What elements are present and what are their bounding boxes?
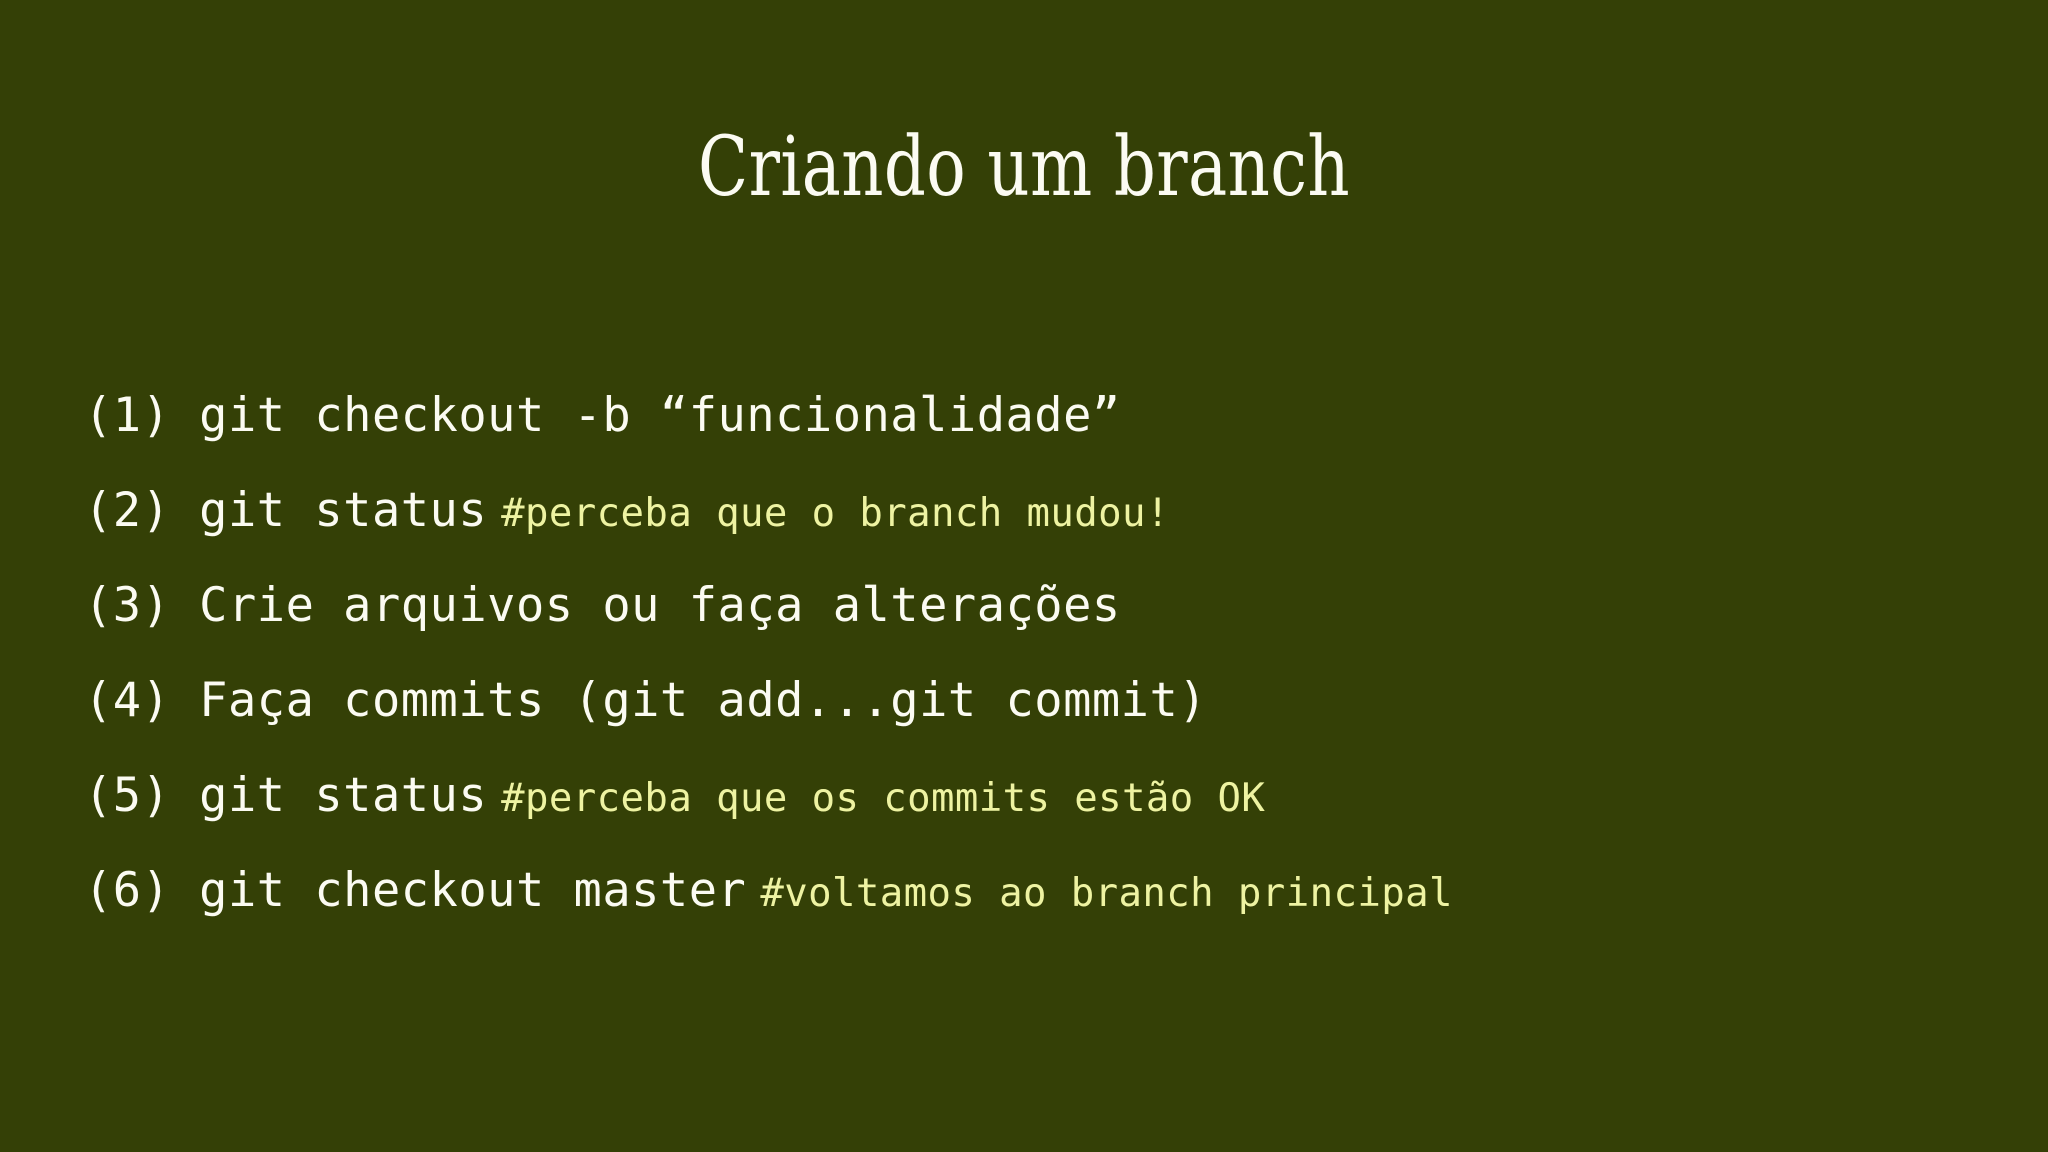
page-title: Criando um branch [697, 119, 1351, 215]
list-item: (5) git status #perceba que os commits es… [84, 748, 2008, 843]
step-comment-text: #voltamos ao branch principal [760, 871, 1453, 916]
step-command-text: (6) git checkout master [84, 863, 747, 918]
step-command-text: (2) git status [84, 483, 488, 538]
step-command-text: (5) git status [84, 768, 488, 823]
step-comment-text: #perceba que o branch mudou! [501, 491, 1170, 536]
step-command-text: (1) git checkout -b “funcionalidade” [84, 388, 1121, 443]
step-command-text: (3) Crie arquivos ou faça alterações [84, 578, 1121, 633]
list-item: (1) git checkout -b “funcionalidade” [84, 368, 2008, 463]
step-command-text: (4) Faça commits (git add...git commit) [84, 673, 1208, 728]
list-item: (2) git status #perceba que o branch mudo… [84, 463, 2008, 558]
list-item: (6) git checkout master #voltamos ao bran… [84, 843, 2008, 938]
steps-list: (1) git checkout -b “funcionalidade” (2)… [84, 368, 2008, 938]
step-comment-text: #perceba que os commits estão OK [501, 776, 1266, 821]
list-item: (3) Crie arquivos ou faça alterações [84, 558, 2008, 653]
list-item: (4) Faça commits (git add...git commit) [84, 653, 2008, 748]
